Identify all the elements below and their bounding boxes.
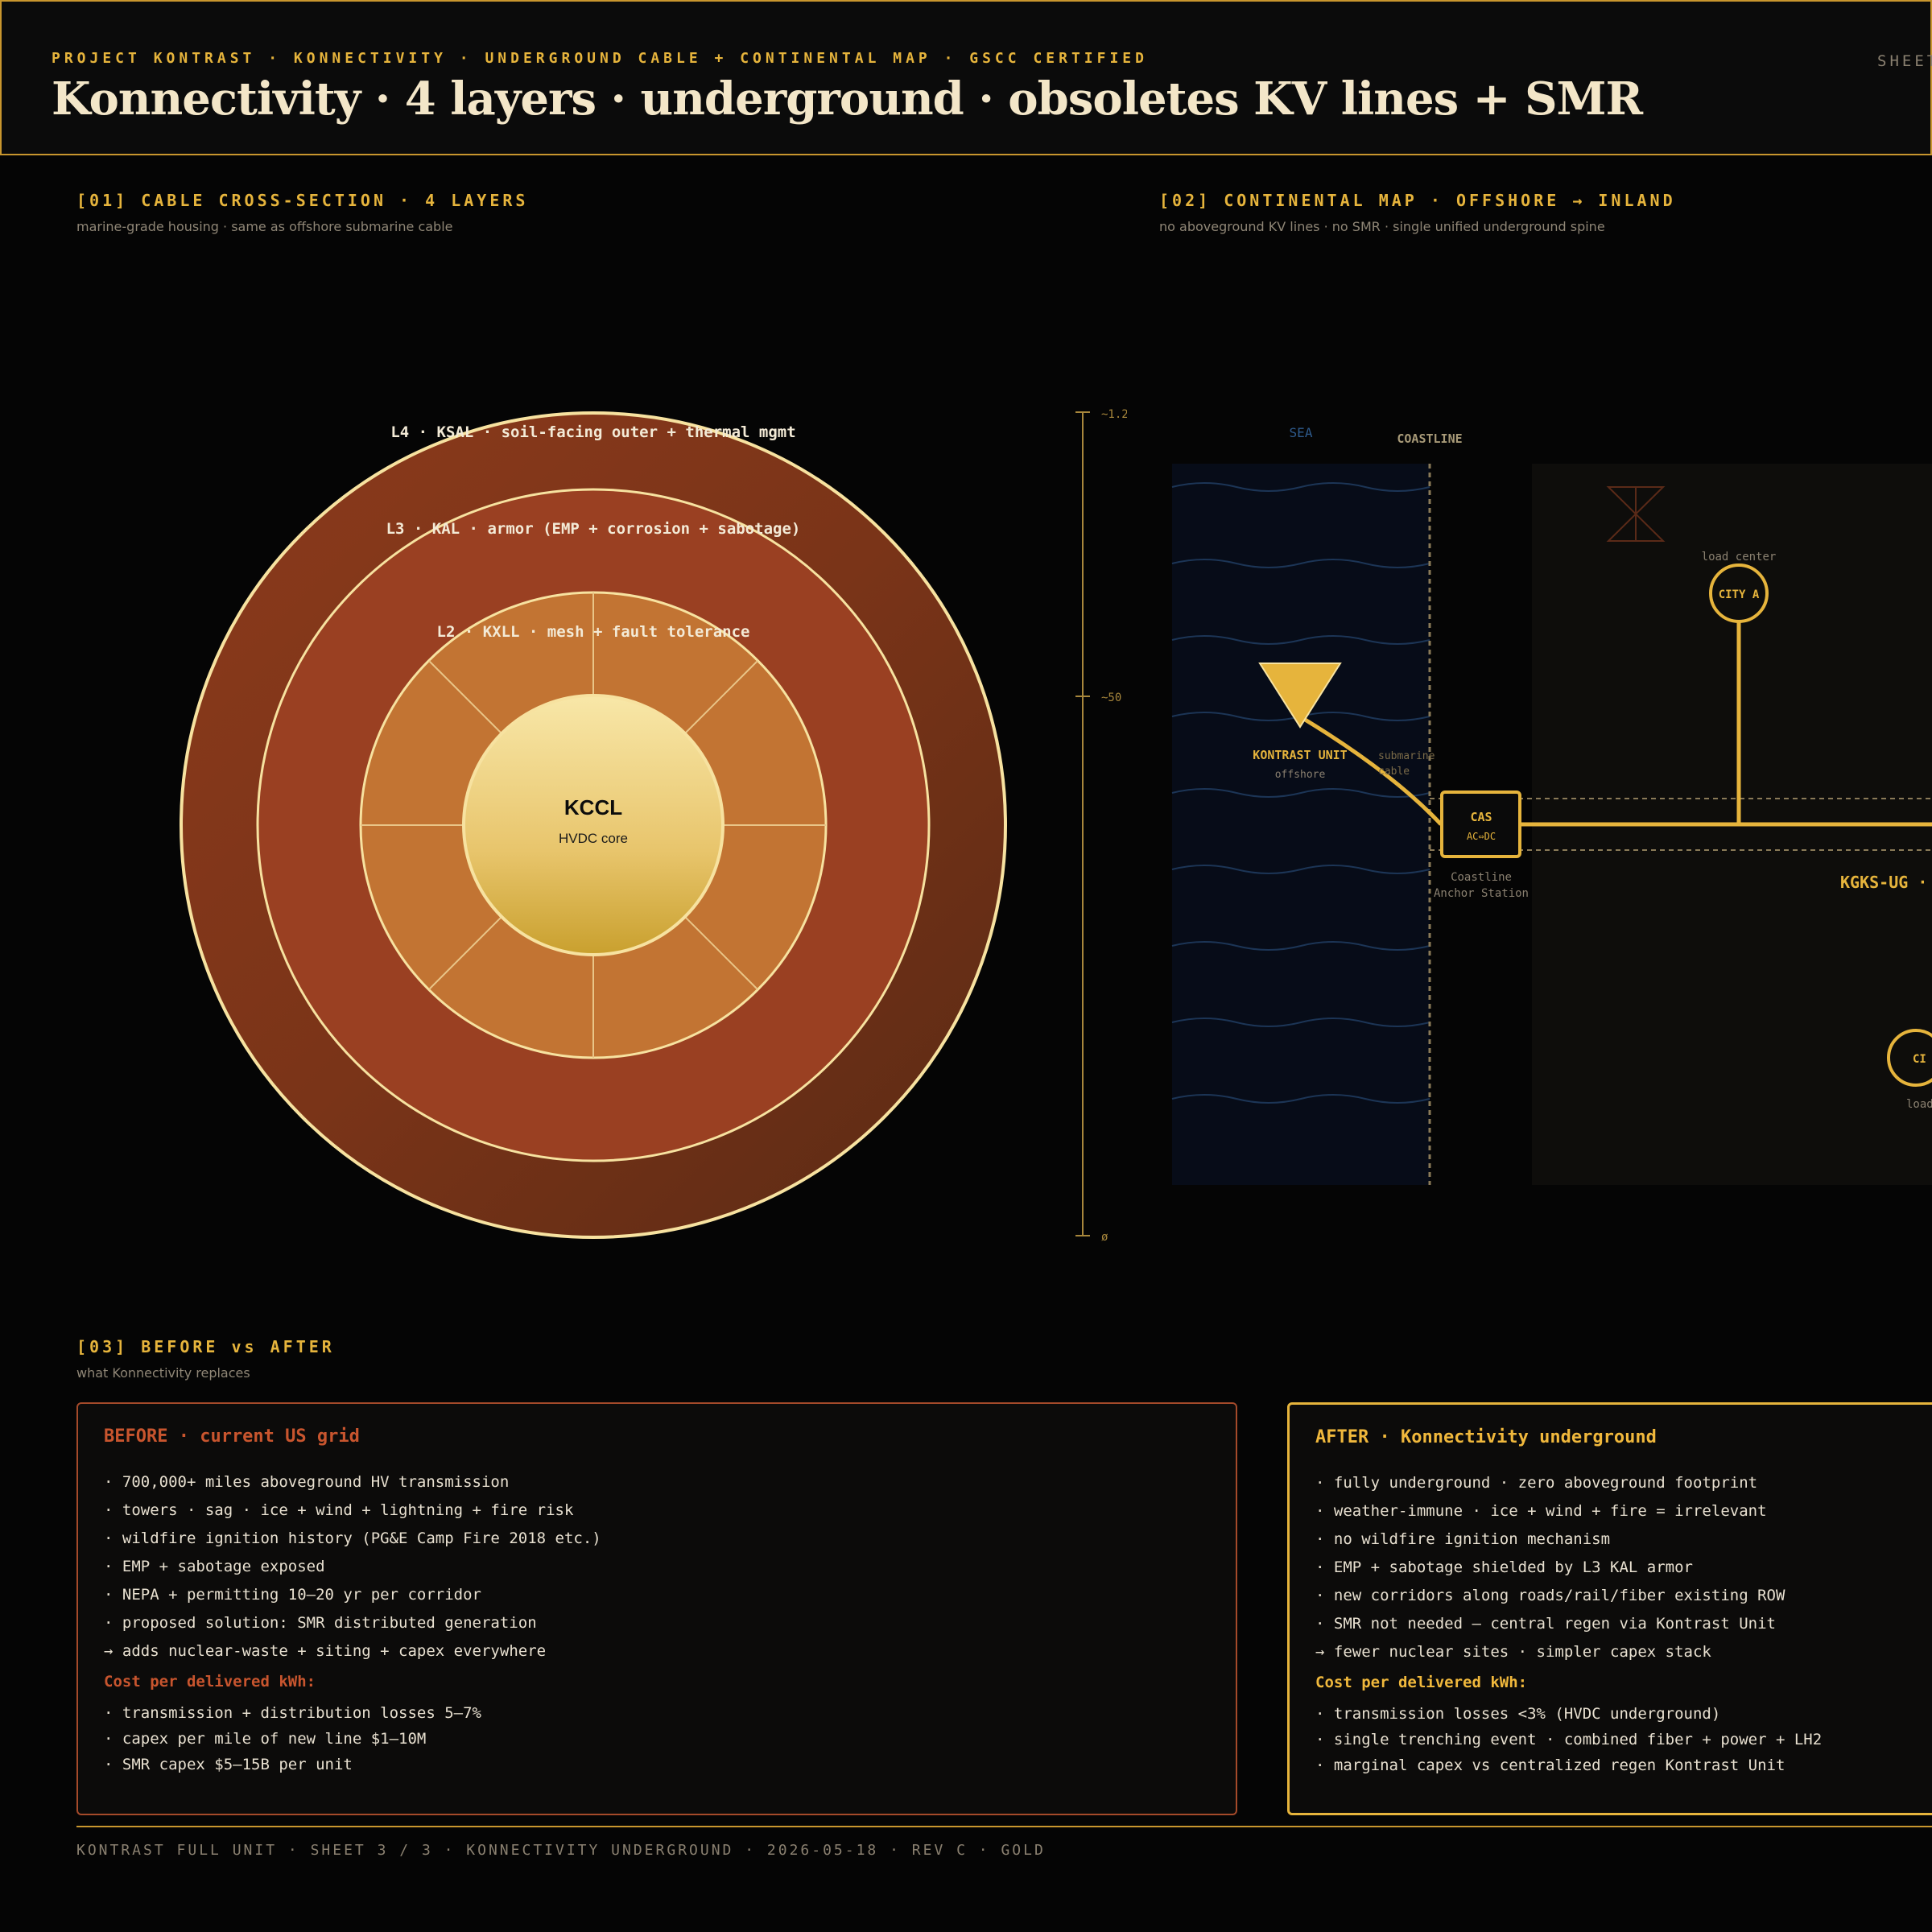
- kontrast-unit-sub: offshore: [1275, 769, 1326, 781]
- label-l2: L2 · KXLL · mesh + fault tolerance: [437, 623, 750, 641]
- core-name: KCCL: [564, 795, 622, 819]
- list-item: · transmission + distribution losses 5–7…: [104, 1704, 481, 1722]
- list-item: · SMR capex $5–15B per unit: [104, 1756, 353, 1773]
- kontrast-unit-label: KONTRAST UNIT: [1253, 748, 1347, 762]
- list-item: · proposed solution: SMR distributed gen…: [104, 1614, 537, 1632]
- list-item: · capex per mile of new line $1–10M: [104, 1730, 427, 1748]
- list-item: · no wildfire ignition mechanism: [1315, 1530, 1611, 1548]
- project-kicker: PROJECT KONTRAST · KONNECTIVITY · UNDERG…: [52, 50, 1148, 67]
- cas-station: [1440, 791, 1521, 858]
- list-item: · 700,000+ miles aboveground HV transmis…: [104, 1473, 510, 1491]
- city-b-label: CI: [1913, 1053, 1926, 1066]
- section-cross-section-subtitle: marine-grade housing · same as offshore …: [76, 219, 453, 234]
- after-cost-list: · transmission losses <3% (HVDC undergro…: [1315, 1701, 1822, 1778]
- cas-sub: AC⇔DC: [1467, 831, 1496, 842]
- list-item: · transmission losses <3% (HVDC undergro…: [1315, 1705, 1721, 1723]
- list-item: · weather-immune · ice + wind + fire = i…: [1315, 1502, 1767, 1520]
- mesh-spokes: [361, 592, 826, 1058]
- spine-label: KGKS-UG ·: [1840, 873, 1927, 892]
- dim-bottom: ø: [1101, 1231, 1108, 1244]
- after-cost-heading: Cost per delivered kWh:: [1315, 1674, 1528, 1691]
- list-item: → fewer nuclear sites · simpler capex st…: [1315, 1643, 1711, 1661]
- dimension-scale: [1075, 411, 1090, 1236]
- list-item: · EMP + sabotage shielded by L3 KAL armo…: [1315, 1558, 1693, 1576]
- dim-top: ~1.2 m OD: [1101, 408, 1127, 421]
- city-a-label: CITY A: [1719, 588, 1760, 601]
- list-item: · fully underground · zero aboveground f…: [1315, 1474, 1758, 1492]
- city-a-node: [1709, 564, 1769, 623]
- section-compare-subtitle: what Konnectivity replaces: [76, 1365, 250, 1381]
- section-map-subtitle: no aboveground KV lines · no SMR · singl…: [1159, 219, 1605, 234]
- core-desc: HVDC core: [559, 831, 628, 846]
- list-item: → adds nuclear-waste + siting + capex ev…: [104, 1642, 547, 1660]
- label-l3: L3 · KAL · armor (EMP + corrosion + sabo…: [386, 520, 801, 538]
- section-map-title: [02] CONTINENTAL MAP · OFFSHORE → INLAND: [1159, 191, 1676, 210]
- city-b-node: [1887, 1029, 1932, 1087]
- sea-waves: [1171, 482, 1430, 1104]
- before-cost-list: · transmission + distribution losses 5–7…: [104, 1700, 481, 1777]
- layer-core-kccl: [462, 694, 724, 956]
- list-item: · new corridors along roads/rail/fiber e…: [1315, 1587, 1785, 1604]
- station-label-1: Coastline: [1451, 871, 1512, 884]
- sheet-tag: SHEET: [1877, 52, 1932, 70]
- list-item: · NEPA + permitting 10–20 yr per corrido…: [104, 1586, 481, 1604]
- hourglass-icon: [1606, 486, 1666, 542]
- kontrast-unit-marker: [1258, 663, 1342, 729]
- list-item: · towers · sag · ice + wind + lightning …: [104, 1501, 574, 1519]
- header-banner: PROJECT KONTRAST · KONNECTIVITY · UNDERG…: [0, 0, 1932, 155]
- continental-map: SEA COASTLINE KONTRAST UNIT offshore sub…: [1171, 425, 1932, 1185]
- submarine-cable: [1301, 716, 1443, 826]
- list-item: · single trenching event · combined fibe…: [1315, 1731, 1823, 1748]
- list-item: · SMR not needed — central regen via Kon…: [1315, 1615, 1776, 1633]
- before-heading: BEFORE · current US grid: [104, 1426, 360, 1447]
- list-item: · EMP + sabotage exposed: [104, 1558, 325, 1575]
- section-cross-section-title: [01] CABLE CROSS-SECTION · 4 LAYERS: [76, 191, 529, 210]
- dim-mid: ~50 cm: [1101, 691, 1127, 704]
- submarine-label-2: cable: [1378, 766, 1410, 778]
- list-item: · marginal capex vs centralized regen Ko…: [1315, 1757, 1785, 1774]
- before-list: · 700,000+ miles aboveground HV transmis…: [104, 1468, 601, 1666]
- submarine-label-1: submarine: [1378, 750, 1435, 762]
- before-cost-heading: Cost per delivered kWh:: [104, 1673, 316, 1690]
- footer-text: KONTRAST FULL UNIT · SHEET 3 / 3 · KONNE…: [76, 1842, 1046, 1859]
- after-panel: AFTER · Konnectivity underground · fully…: [1287, 1402, 1932, 1815]
- city-a-caption: load center: [1702, 551, 1777, 564]
- page-title: Konnectivity · 4 layers · underground · …: [52, 72, 1643, 126]
- after-heading: AFTER · Konnectivity underground: [1315, 1427, 1657, 1447]
- footer-divider: [76, 1826, 1932, 1827]
- city-b-caption: load: [1906, 1098, 1932, 1111]
- sea-label: SEA: [1290, 425, 1313, 440]
- cas-label: CAS: [1470, 810, 1492, 824]
- sea-region: [1172, 464, 1430, 1185]
- section-compare-title: [03] BEFORE vs AFTER: [76, 1337, 335, 1356]
- coastline-label: COASTLINE: [1397, 431, 1462, 446]
- after-list: · fully underground · zero aboveground f…: [1315, 1469, 1785, 1666]
- before-panel: BEFORE · current US grid · 700,000+ mile…: [76, 1402, 1237, 1815]
- cable-cross-section: KCCL HVDC core L4 · KSAL · soil-facing o…: [180, 408, 1127, 1244]
- station-label-2: Anchor Station: [1434, 887, 1529, 900]
- list-item: · wildfire ignition history (PG&E Camp F…: [104, 1530, 601, 1547]
- label-l4: L4 · KSAL · soil-facing outer + thermal …: [390, 423, 795, 441]
